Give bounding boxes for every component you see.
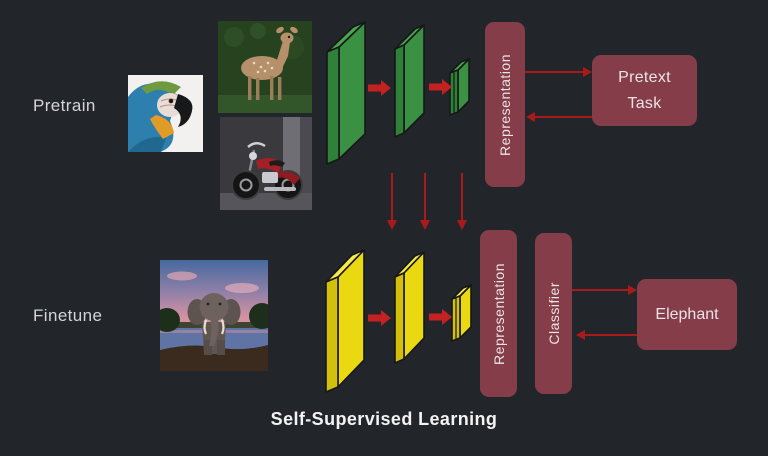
- representation-box-finetune: Representation: [480, 230, 517, 397]
- yellow-encoder-block-1: [325, 249, 365, 393]
- parrot-photo: [128, 75, 203, 152]
- green-encoder-block-1: [326, 21, 366, 165]
- flow-arrow-icon: [429, 309, 452, 325]
- classifier-to-prediction-arrow-icon: [572, 285, 637, 295]
- pretext-task-label-line2: Task: [627, 94, 662, 112]
- representation-box-pretrain-label: Representation: [497, 53, 513, 156]
- finetune-label: Finetune: [33, 306, 103, 325]
- elephant-photo: [160, 260, 268, 371]
- yellow-encoder-block-2: [394, 251, 425, 364]
- weight-transfer-arrow-icon: [387, 173, 397, 230]
- flow-arrow-icon: [368, 80, 391, 96]
- motorcycle-photo: [220, 117, 312, 210]
- pretext-task-label-line1: Pretext: [618, 68, 671, 86]
- prediction-label: Elephant: [655, 305, 719, 323]
- flow-arrow-icon: [368, 310, 391, 326]
- representation-to-pretext-arrow-icon: [525, 67, 592, 77]
- deer-photo: [218, 21, 312, 113]
- prediction-box: Elephant: [637, 279, 737, 350]
- weight-transfer-arrow-icon: [420, 173, 430, 230]
- flow-arrow-icon: [429, 79, 452, 95]
- green-encoder-block-3: [449, 58, 470, 116]
- representation-box-finetune-label: Representation: [490, 262, 507, 365]
- representation-box-pretrain: Representation: [485, 22, 525, 187]
- weight-transfer-arrow-icon: [457, 173, 467, 230]
- pretext-to-representation-arrow-icon: [526, 112, 592, 122]
- green-encoder-block-2: [394, 24, 425, 138]
- prediction-to-classifier-arrow-icon: [576, 330, 637, 340]
- classifier-box-label: Classifier: [545, 282, 562, 345]
- pretext-task-box: Pretext Task: [592, 55, 697, 126]
- diagram-title: Self-Supervised Learning: [270, 409, 498, 429]
- pretrain-label: Pretrain: [33, 96, 96, 115]
- yellow-encoder-block-3: [451, 284, 472, 342]
- classifier-box: Classifier: [535, 233, 572, 394]
